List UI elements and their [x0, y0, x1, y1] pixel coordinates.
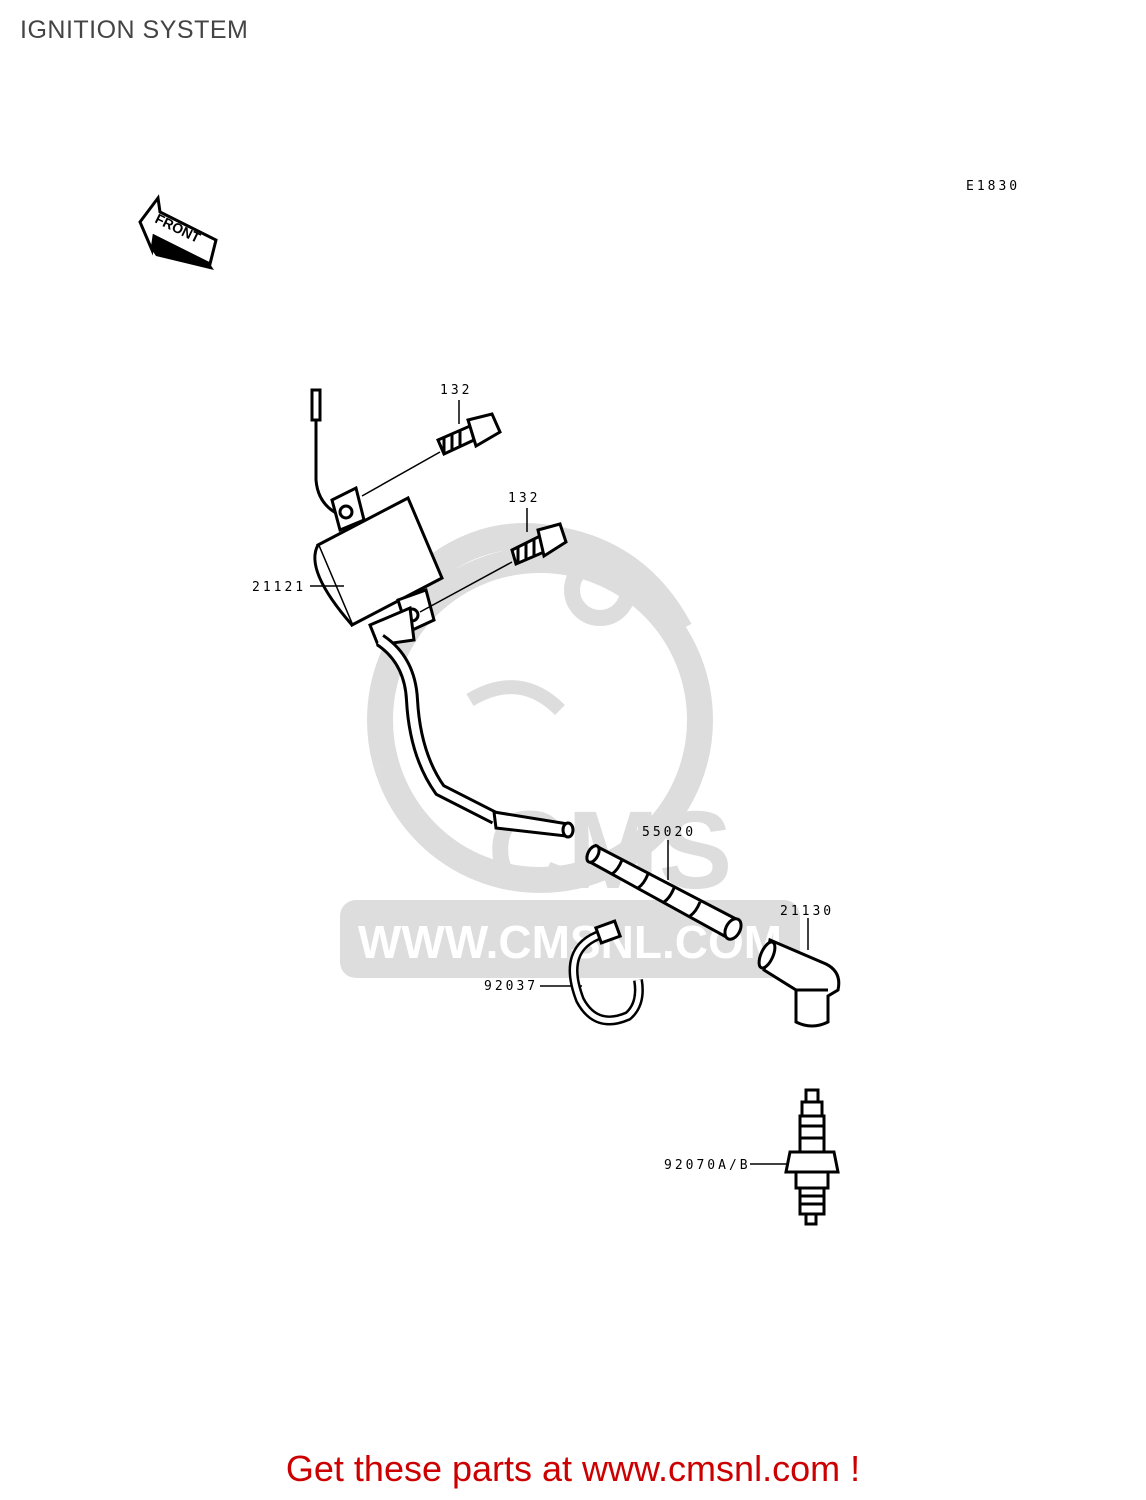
part-label-bolt-lower: 132 — [508, 491, 540, 506]
bolt-upper — [436, 412, 502, 457]
cable-clamp — [568, 919, 644, 1026]
part-label-tube: 55020 — [642, 825, 696, 840]
parts-diagram: CMS WWW.CMSNL.COM E1830 FRONT — [138, 179, 1020, 1226]
promo-footer[interactable]: Get these parts at www.cmsnl.com ! — [285, 1448, 861, 1489]
part-label-plug-cap: 21130 — [780, 904, 834, 919]
page-title: IGNITION SYSTEM — [20, 16, 249, 44]
ignition-coil — [310, 388, 575, 839]
watermark: CMS WWW.CMSNL.COM — [340, 523, 800, 978]
leader-lines — [310, 400, 809, 1165]
spark-plug — [784, 1088, 840, 1226]
watermark-brand: CMS — [488, 789, 732, 912]
part-label-ignition-coil: 21121 — [252, 580, 306, 595]
part-label-bolt-upper: 132 — [440, 383, 472, 398]
front-arrow-icon: FRONT — [138, 194, 218, 270]
spark-plug-cap — [757, 937, 841, 1028]
protective-tube — [585, 843, 743, 941]
diagram-code: E1830 — [966, 179, 1020, 194]
part-labels: 132 132 21121 55020 21130 92037 92070A/B — [252, 383, 834, 1173]
bolt-lower — [510, 522, 568, 567]
watermark-band — [340, 900, 800, 978]
part-label-spark-plug: 92070A/B — [664, 1158, 751, 1173]
part-label-clamp: 92037 — [484, 979, 538, 994]
